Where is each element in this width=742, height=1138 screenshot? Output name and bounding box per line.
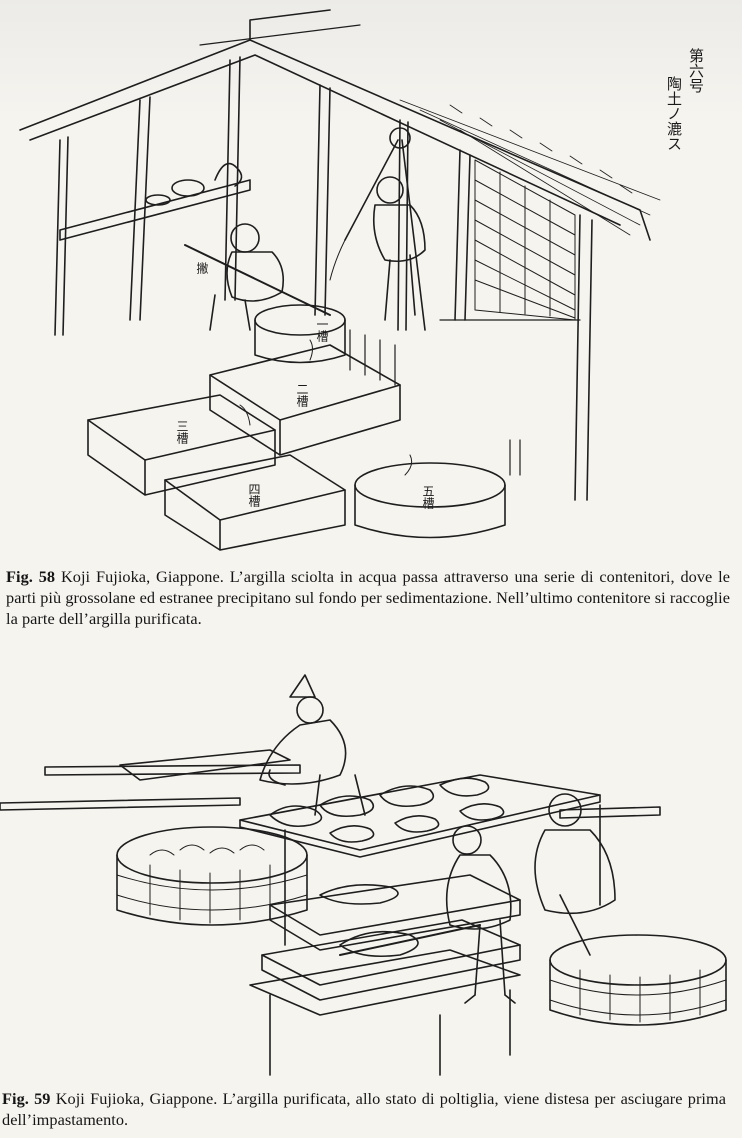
fig59-illustration [0, 655, 742, 1080]
worker-stirring [184, 223, 331, 331]
vertical-inscription-subtitle: 陶土ノ漉ス [665, 76, 683, 151]
fig58-caption-text: Koji Fujioka, Giappone. L’argilla sciolt… [6, 567, 731, 628]
basket-left [116, 826, 308, 926]
tank-label-3: 三槽 [175, 420, 189, 444]
fig58-illustration [0, 0, 742, 560]
tank-label-5: 五槽 [421, 485, 435, 509]
fig58-caption: Fig. 58 Koji Fujioka, Giappone. L’argill… [6, 566, 730, 629]
worker-seated [534, 793, 616, 956]
wall-slats [474, 159, 576, 321]
basket-right [549, 934, 727, 1026]
fig58-label: Fig. 58 [6, 567, 56, 586]
worker-spreading [259, 674, 366, 816]
shelf-with-bowls [59, 162, 251, 241]
fig59-caption: Fig. 59 Koji Fujioka, Giappone. L’argill… [2, 1088, 726, 1130]
tank-label-1: 一槽 [315, 318, 329, 342]
shed-roof [19, 9, 661, 241]
vertical-inscription-title: 第六号 [687, 48, 705, 93]
tank-label-2: 二槽 [295, 383, 309, 407]
drying-table [239, 774, 601, 946]
worker-pouring [329, 127, 426, 331]
fig59-label: Fig. 59 [2, 1089, 51, 1108]
worker-bending [339, 825, 516, 1004]
tank-label-4: 四槽 [247, 483, 261, 507]
tank-label-strainer: 撇 [195, 262, 209, 274]
drying-rack-beams [0, 749, 661, 819]
settling-tanks [87, 304, 506, 551]
stacked-drying-boards [249, 874, 521, 1076]
fig59-caption-text: Koji Fujioka, Giappone. L’argilla purifi… [2, 1089, 726, 1129]
previous-page-bleed [0, 0, 742, 120]
fence-posts [349, 319, 581, 476]
